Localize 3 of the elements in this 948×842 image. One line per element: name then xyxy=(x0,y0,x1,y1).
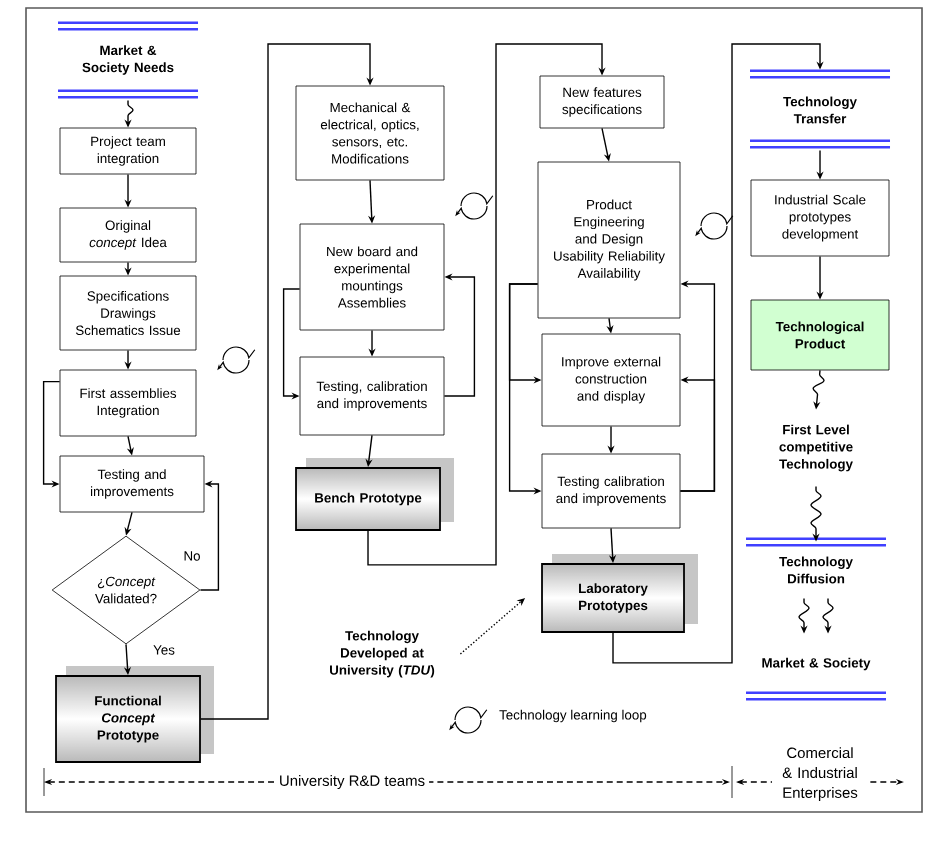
arrow xyxy=(612,43,824,664)
arrow xyxy=(200,43,374,720)
arrow xyxy=(367,43,606,566)
